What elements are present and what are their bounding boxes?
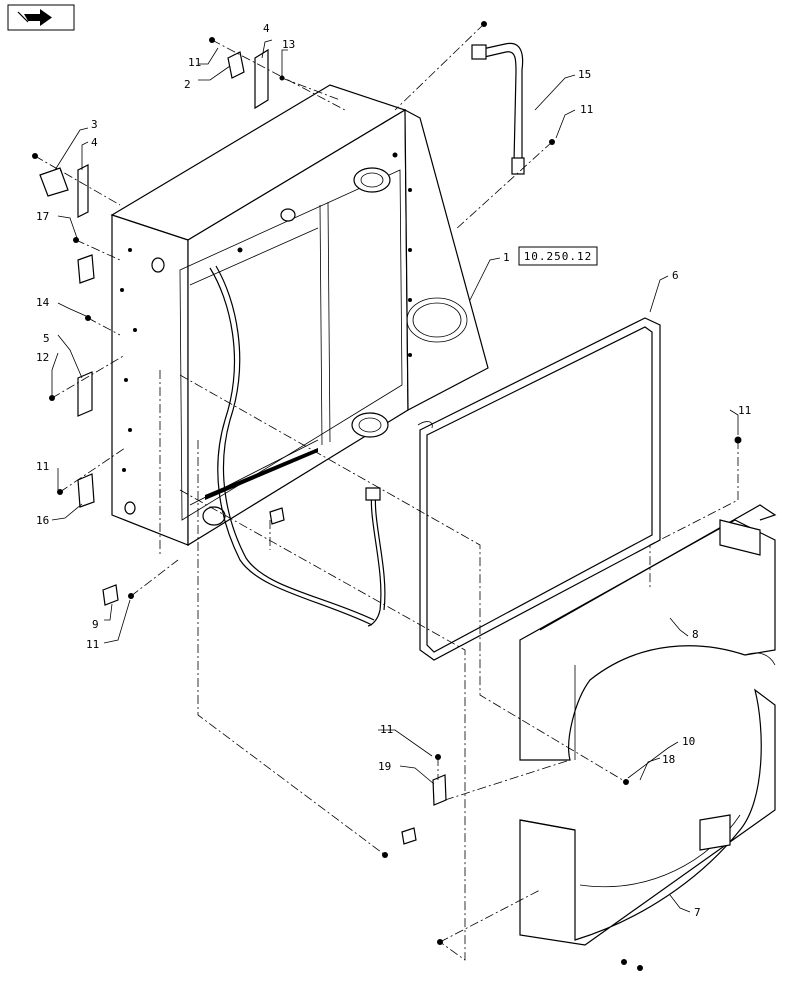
seal-part-6 xyxy=(417,317,661,661)
callout-19: 19 xyxy=(378,760,391,773)
callout-11: 11 xyxy=(380,723,393,736)
callout-3: 3 xyxy=(91,118,98,131)
callout-2: 2 xyxy=(184,78,191,91)
callout-11: 11 xyxy=(580,103,593,116)
fan-shroud-part-7 xyxy=(519,688,776,946)
callout-14: 14 xyxy=(36,296,50,309)
reference-box-text: 10.250.12 xyxy=(524,250,593,263)
next-page-arrow-icon[interactable] xyxy=(7,4,75,31)
callout-17: 17 xyxy=(36,210,49,223)
callout-11: 11 xyxy=(36,460,49,473)
callout-1: 1 xyxy=(503,251,510,264)
callout-11: 11 xyxy=(738,404,751,417)
callout-labels: 11 2 4 13 3 4 15 11 17 14 5 12 11 16 9 1… xyxy=(36,22,751,919)
callout-15: 15 xyxy=(578,68,591,81)
callout-13: 13 xyxy=(282,38,295,51)
assembly-lines xyxy=(34,23,739,961)
callout-11: 11 xyxy=(188,56,201,69)
callout-5: 5 xyxy=(43,332,50,345)
callout-6: 6 xyxy=(672,269,679,282)
callout-leaders xyxy=(51,39,739,913)
reference-box[interactable]: 10.250.12 xyxy=(518,246,598,266)
callout-4: 4 xyxy=(91,136,98,149)
callout-4: 4 xyxy=(263,22,270,35)
callout-7: 7 xyxy=(694,906,701,919)
callout-8: 8 xyxy=(692,628,699,641)
callout-11: 11 xyxy=(86,638,99,651)
fan-shroud-part-8 xyxy=(519,504,777,761)
callout-10: 10 xyxy=(682,735,695,748)
pipe-part-15 xyxy=(471,42,525,175)
callout-18: 18 xyxy=(662,753,675,766)
callout-9: 9 xyxy=(92,618,99,631)
radiator-hoses xyxy=(209,265,386,627)
callout-12: 12 xyxy=(36,351,49,364)
radiator-assembly xyxy=(110,84,489,547)
callout-16: 16 xyxy=(36,514,49,527)
